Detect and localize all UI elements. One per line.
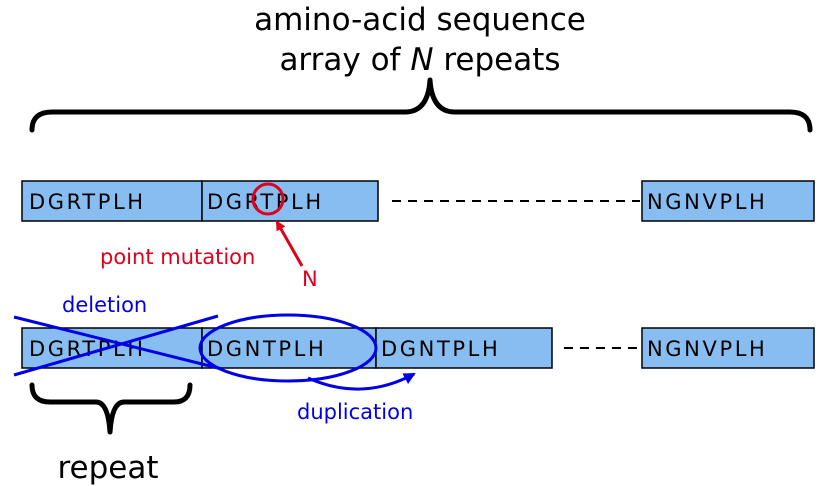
- row2-repeat-box-2: [201, 327, 377, 369]
- duplication-arrow: [307, 372, 416, 391]
- row1-box-last-text: NGNVPLH: [647, 190, 767, 214]
- duplication-label: duplication: [297, 400, 413, 424]
- array-brace: [29, 77, 813, 133]
- duplication-ellipse: [198, 313, 378, 383]
- title-variable-n: N: [410, 42, 433, 78]
- title-line-1: amino-acid sequence: [254, 2, 586, 38]
- deletion-cross-stroke-1: [13, 315, 223, 371]
- row1-repeat-box-last: [641, 180, 815, 222]
- deletion-cross-stroke-2: [13, 314, 219, 377]
- row2-repeat-box-last: [641, 327, 815, 369]
- row2-box-last-text: NGNVPLH: [647, 337, 767, 361]
- row1-box-1-text: DGRTPLH: [29, 190, 146, 214]
- row1-box-2-prefix: DG: [207, 190, 245, 214]
- row2-repeat-box-3: [375, 327, 553, 369]
- title-line-2: array of N repeats: [279, 42, 560, 78]
- row1-box-2-text: DGRTPLH: [207, 190, 324, 214]
- mutation-arrow: [275, 220, 304, 267]
- deletion-label: deletion: [62, 293, 147, 317]
- row1-box-2-suffix: TPLH: [259, 190, 323, 214]
- repeat-brace: [29, 382, 193, 435]
- repeat-label: repeat: [57, 450, 158, 486]
- row2-box-1-text: DGRTPLH: [29, 337, 146, 361]
- title-line-2-suffix: repeats: [434, 42, 561, 78]
- row2-box-2-text: DGNTPLH: [207, 337, 326, 361]
- row2-box-3-text: DGNTPLH: [381, 337, 500, 361]
- mutation-target-label: N: [302, 267, 318, 291]
- title-line-2-prefix: array of: [279, 42, 410, 78]
- row1-repeat-box-1: [21, 180, 203, 222]
- point-mutation-label: point mutation: [100, 245, 255, 269]
- row1-repeat-box-2: [201, 180, 379, 222]
- mutation-circle: [251, 182, 285, 216]
